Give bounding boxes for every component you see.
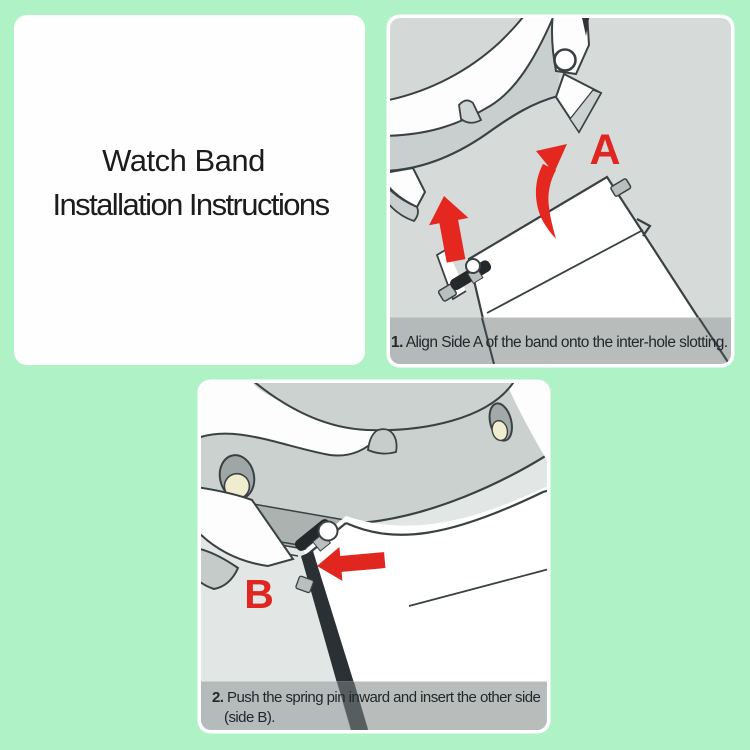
svg-text:(side B).: (side B). — [224, 709, 275, 726]
svg-text:A: A — [589, 126, 620, 174]
svg-text:2. Push the spring pin inward: 2. Push the spring pin inward and insert… — [212, 689, 541, 706]
svg-text:1. Align Side A of the band on: 1. Align Side A of the band onto the int… — [391, 334, 728, 351]
svg-text:B: B — [244, 571, 274, 617]
